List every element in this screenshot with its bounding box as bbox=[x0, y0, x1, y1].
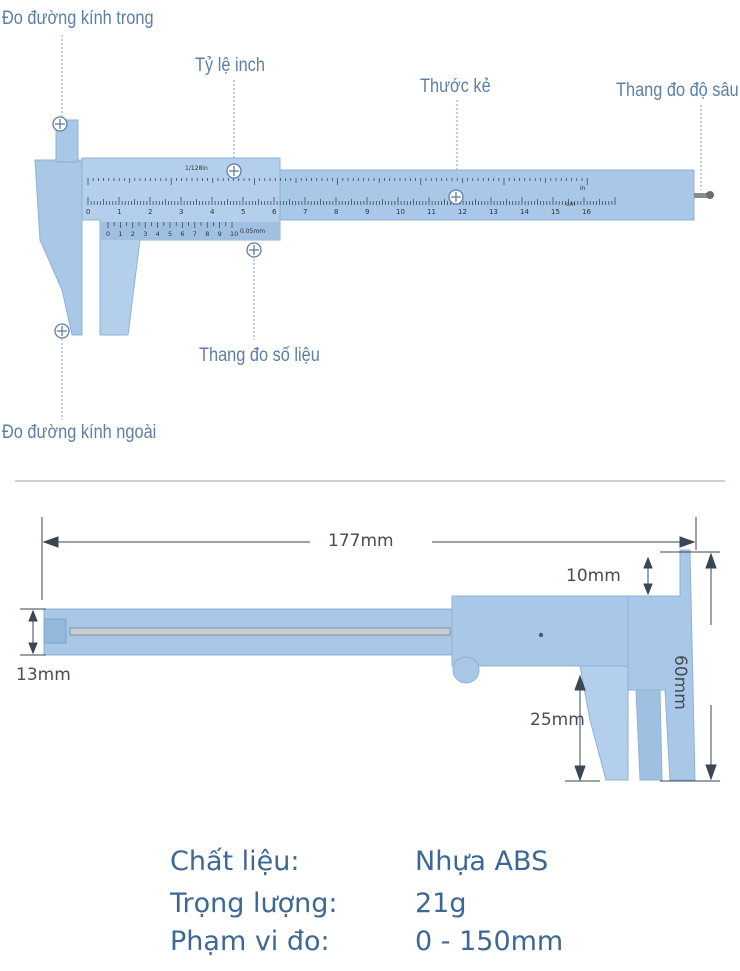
spec-row-material: Chất liệu: Nhựa ABS bbox=[170, 846, 548, 877]
height-dimension-label: 60mm bbox=[670, 655, 690, 710]
main-scale-number: 12 bbox=[458, 208, 467, 216]
vernier-number: 0 bbox=[106, 230, 110, 238]
spec-row-range: Phạm vi đo: 0 - 150mm bbox=[170, 926, 563, 957]
main-scale-number: 16 bbox=[582, 208, 591, 216]
vernier-scale-callout: Thang đo số liệu bbox=[199, 345, 320, 366]
inch-scale-marker-icon bbox=[226, 163, 242, 179]
main-scale-number: 11 bbox=[427, 208, 436, 216]
vernier-unit-label: 0.05mm bbox=[240, 228, 265, 235]
jaw-top-dimension-label: 10mm bbox=[566, 566, 621, 586]
main-scale-number: 5 bbox=[241, 208, 245, 216]
inner-diameter-marker-icon bbox=[52, 116, 68, 132]
main-scale-number: 3 bbox=[179, 208, 183, 216]
width-dimension-label: 13mm bbox=[16, 665, 71, 685]
outer-diameter-callout: Đo đường kính ngoài bbox=[2, 422, 157, 443]
main-scale-number: 10 bbox=[396, 208, 405, 216]
spec-label: Trọng lượng: bbox=[170, 888, 338, 919]
vernier-number: 4 bbox=[156, 230, 160, 238]
spec-label: Phạm vi đo: bbox=[170, 926, 330, 957]
outer-diameter-marker-icon bbox=[54, 323, 70, 339]
main-scale-number: 2 bbox=[148, 208, 152, 216]
main-scale-number: 4 bbox=[210, 208, 215, 216]
main-scale-number: 6 bbox=[272, 208, 277, 216]
main-scale-ticks bbox=[87, 197, 616, 205]
inch-unit-label: in bbox=[580, 185, 586, 192]
vernier-number: 9 bbox=[218, 230, 222, 238]
vernier-number: 7 bbox=[193, 230, 197, 238]
vernier-number: 6 bbox=[180, 230, 184, 238]
main-scale-number: 14 bbox=[520, 208, 529, 216]
main-scale-number: 1 bbox=[117, 208, 121, 216]
spec-label: Chất liệu: bbox=[170, 846, 300, 877]
inch-fraction-label: 1/128in bbox=[185, 165, 208, 172]
vernier-number: 1 bbox=[118, 230, 122, 238]
vernier-number: 2 bbox=[131, 230, 135, 238]
main-scale-number: 15 bbox=[551, 208, 560, 216]
main-scale-number: 9 bbox=[365, 208, 369, 216]
spec-row-weight: Trọng lượng: 21g bbox=[170, 888, 467, 919]
vernier-number: 8 bbox=[205, 230, 209, 238]
inch-scale-ticks bbox=[87, 178, 588, 185]
ruler-callout: Thước kẻ bbox=[420, 76, 491, 97]
vernier-number: 3 bbox=[143, 230, 147, 238]
spec-value: 21g bbox=[415, 888, 467, 919]
ruler-marker-icon bbox=[448, 189, 464, 205]
vernier-marker-icon bbox=[246, 242, 262, 258]
vernier-number: 10 bbox=[230, 230, 238, 238]
vernier-scale-ticks bbox=[107, 222, 233, 228]
inner-diameter-callout: Đo đường kính trong bbox=[2, 8, 154, 29]
spec-value: Nhựa ABS bbox=[415, 846, 549, 877]
main-scale-number: 7 bbox=[303, 208, 307, 216]
main-scale-number: 8 bbox=[334, 208, 338, 216]
jaw-bottom-dimension-label: 25mm bbox=[530, 710, 585, 730]
spec-value: 0 - 150mm bbox=[415, 926, 564, 957]
length-dimension-label: 177mm bbox=[328, 531, 394, 551]
vernier-number: 5 bbox=[168, 230, 172, 238]
cm-unit-label: cm bbox=[566, 201, 575, 208]
main-scale-number: 13 bbox=[489, 208, 498, 216]
main-scale-number: 0 bbox=[86, 208, 90, 216]
depth-scale-callout: Thang đo độ sâu bbox=[616, 80, 739, 101]
inch-scale-callout: Tỷ lệ inch bbox=[195, 55, 265, 76]
